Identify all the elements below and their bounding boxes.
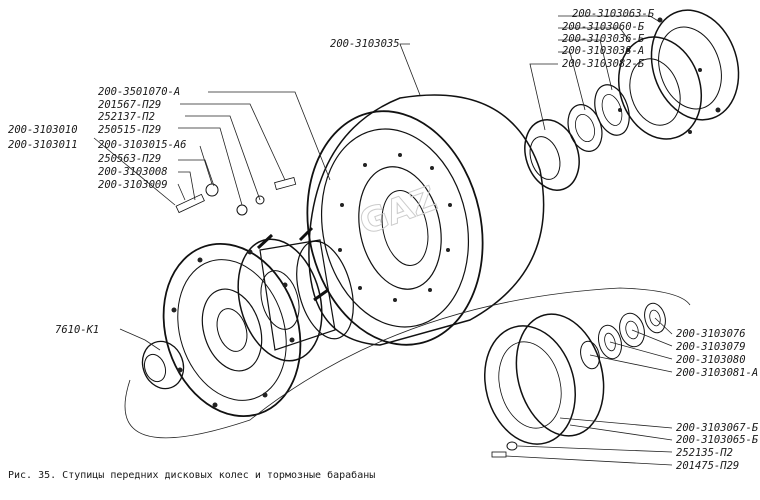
label-200-3103035: 200-3103035 [330,38,400,50]
label-200-3103011: 200-3103011 [8,139,78,151]
assembly-line [124,287,691,439]
label-200-3103067-b: 200-3103067-Б [676,422,759,434]
label-200-3103081-a: 200-3103081-А [676,367,758,379]
label-252135-p2: 252135-П2 [676,447,733,459]
label-200-3501070-a: 200-3501070-А [98,86,180,98]
wheel-disc [162,242,302,418]
label-200-3103060-b: 200-3103060-Б [562,21,645,33]
label-200-3103065-b: 200-3103065-Б [676,434,759,446]
label-200-3103036-b: 200-3103036-Б [562,33,645,45]
label-201567-p29: 201567-П29 [98,99,161,111]
hub-cover-plate [650,9,740,121]
label-200-3103008: 200-3103008 [98,166,168,178]
leader-lines [93,15,673,466]
small-bearing [141,340,185,390]
part-labels: 200-3103063-Б 200-3103060-Б 200-3103036-… [8,8,759,472]
brake-drum: GAZ [306,94,545,346]
label-200-3103010: 200-3103010 [8,124,78,136]
label-200-3103063-b: 200-3103063-Б [572,8,655,20]
label-201475-p29: 201475-П29 [676,460,739,472]
label-200-3103038-a: 200-3103038-А [562,45,644,57]
label-7610-k1: 7610-К1 [55,324,99,336]
label-200-3103080: 200-3103080 [676,354,746,366]
inner-bearing [524,119,580,191]
figure-caption: Рис. 35. Ступицы передних дисковых колес… [8,469,375,481]
label-252137-p2: 252137-П2 [98,111,155,123]
svg-text:GAZ: GAZ [354,179,442,244]
label-250515-p29: 250515-П29 [98,124,161,136]
label-250563-p29: 250563-П29 [98,153,161,165]
wheel-hub [237,226,354,362]
seal-washer [580,302,666,370]
label-200-3103079: 200-3103079 [676,341,746,353]
stud-bolt [175,177,297,216]
label-200-3103082-b: 200-3103082-Б [562,58,645,70]
label-200-3103009: 200-3103009 [98,179,168,191]
label-200-3103076: 200-3103076 [676,328,746,340]
screw [491,441,518,458]
brake-backing-plate [484,313,605,445]
label-200-3103015-a6: 200-3103015-А6 [98,139,187,151]
